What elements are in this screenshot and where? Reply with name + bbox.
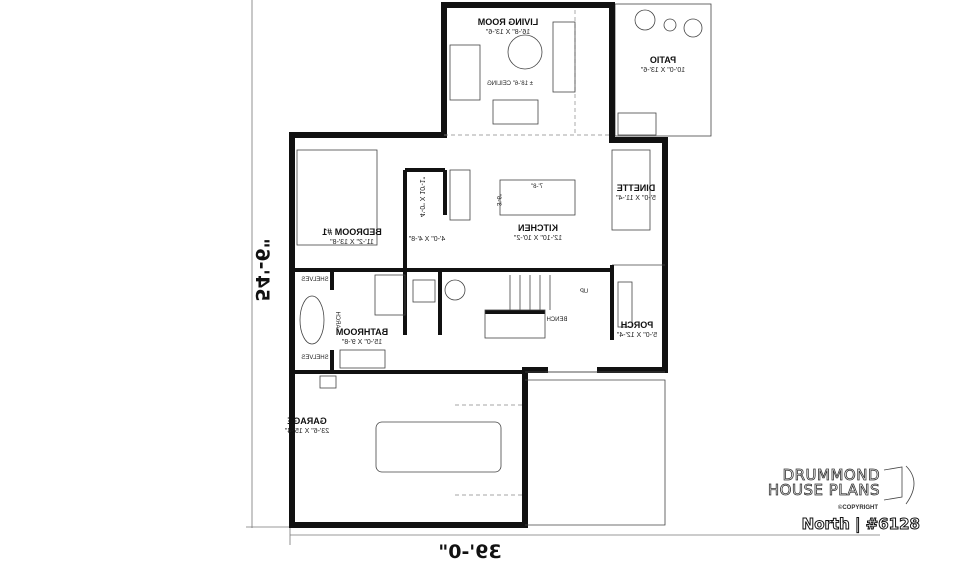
room-size-bathroom: 15'-0" X 9'-8" — [341, 339, 382, 346]
copyright: ©COPYRIGHT — [837, 505, 878, 511]
room-size-kitchen: 12'-10" X 10'-2" — [513, 235, 562, 242]
room-size-garage: 23'-6" X 15'-4" — [284, 428, 329, 435]
car-icon — [375, 421, 502, 473]
shelves-label-top: SHELVES — [301, 277, 328, 283]
logo-mark-icon — [883, 466, 903, 501]
room-name-patio: PATIO — [650, 55, 676, 65]
room-name-bedroom: BEDROOM #1 — [322, 227, 382, 237]
room-name-bathroom: BATHROOM — [336, 327, 388, 337]
overall-depth: 54'-6" — [251, 238, 273, 301]
room-name-garage: GARAGE — [287, 416, 327, 426]
room-size-bedroom: 11'-2" X 13'-8" — [330, 239, 374, 246]
interior-walls — [292, 168, 614, 374]
closet-size-a: 4'-0" X 4'-8" — [408, 236, 445, 243]
room-name-dinette: DINETTE — [617, 183, 656, 193]
patio-chairs — [617, 9, 703, 136]
logo-line1: DRUMMOND — [782, 466, 880, 484]
room-size-porch: 5'-0" X 12'-4" — [616, 332, 657, 339]
room-name-kitchen: KITCHEN — [518, 223, 558, 233]
room-size-living: 16'-8" X 13'-6" — [485, 29, 530, 36]
plan-id: North | #6128 — [801, 515, 920, 534]
stairs-up-label: UP — [580, 289, 588, 295]
overall-width: 39'-0" — [438, 541, 501, 563]
room-name-living: LIVING ROOM — [478, 17, 539, 27]
island-length: 7'-8" — [531, 184, 543, 190]
dimension-lines — [246, 0, 880, 545]
arch-label: ARCH — [334, 311, 340, 328]
furniture — [296, 21, 651, 496]
bench-label: BENCH — [546, 317, 567, 323]
logo-line2: HOUSE PLANS — [767, 481, 880, 499]
room-name-porch: PORCH — [621, 320, 654, 330]
room-size-dinette: 5'-0" X 11'-4" — [616, 195, 656, 202]
ceiling-note: ± 18'-6" CEILING — [487, 81, 533, 87]
island-depth: 3'-6" — [495, 194, 501, 206]
exterior-walls — [289, 2, 668, 528]
closet-size-b: 4'-0" X 10'-1" — [418, 176, 425, 217]
shelves-label-bottom: SHELVES — [301, 355, 328, 361]
room-size-patio: 10'-0" X 13'-6" — [640, 67, 685, 74]
brand-logo: DRUMMOND HOUSE PLANS — [740, 466, 880, 499]
